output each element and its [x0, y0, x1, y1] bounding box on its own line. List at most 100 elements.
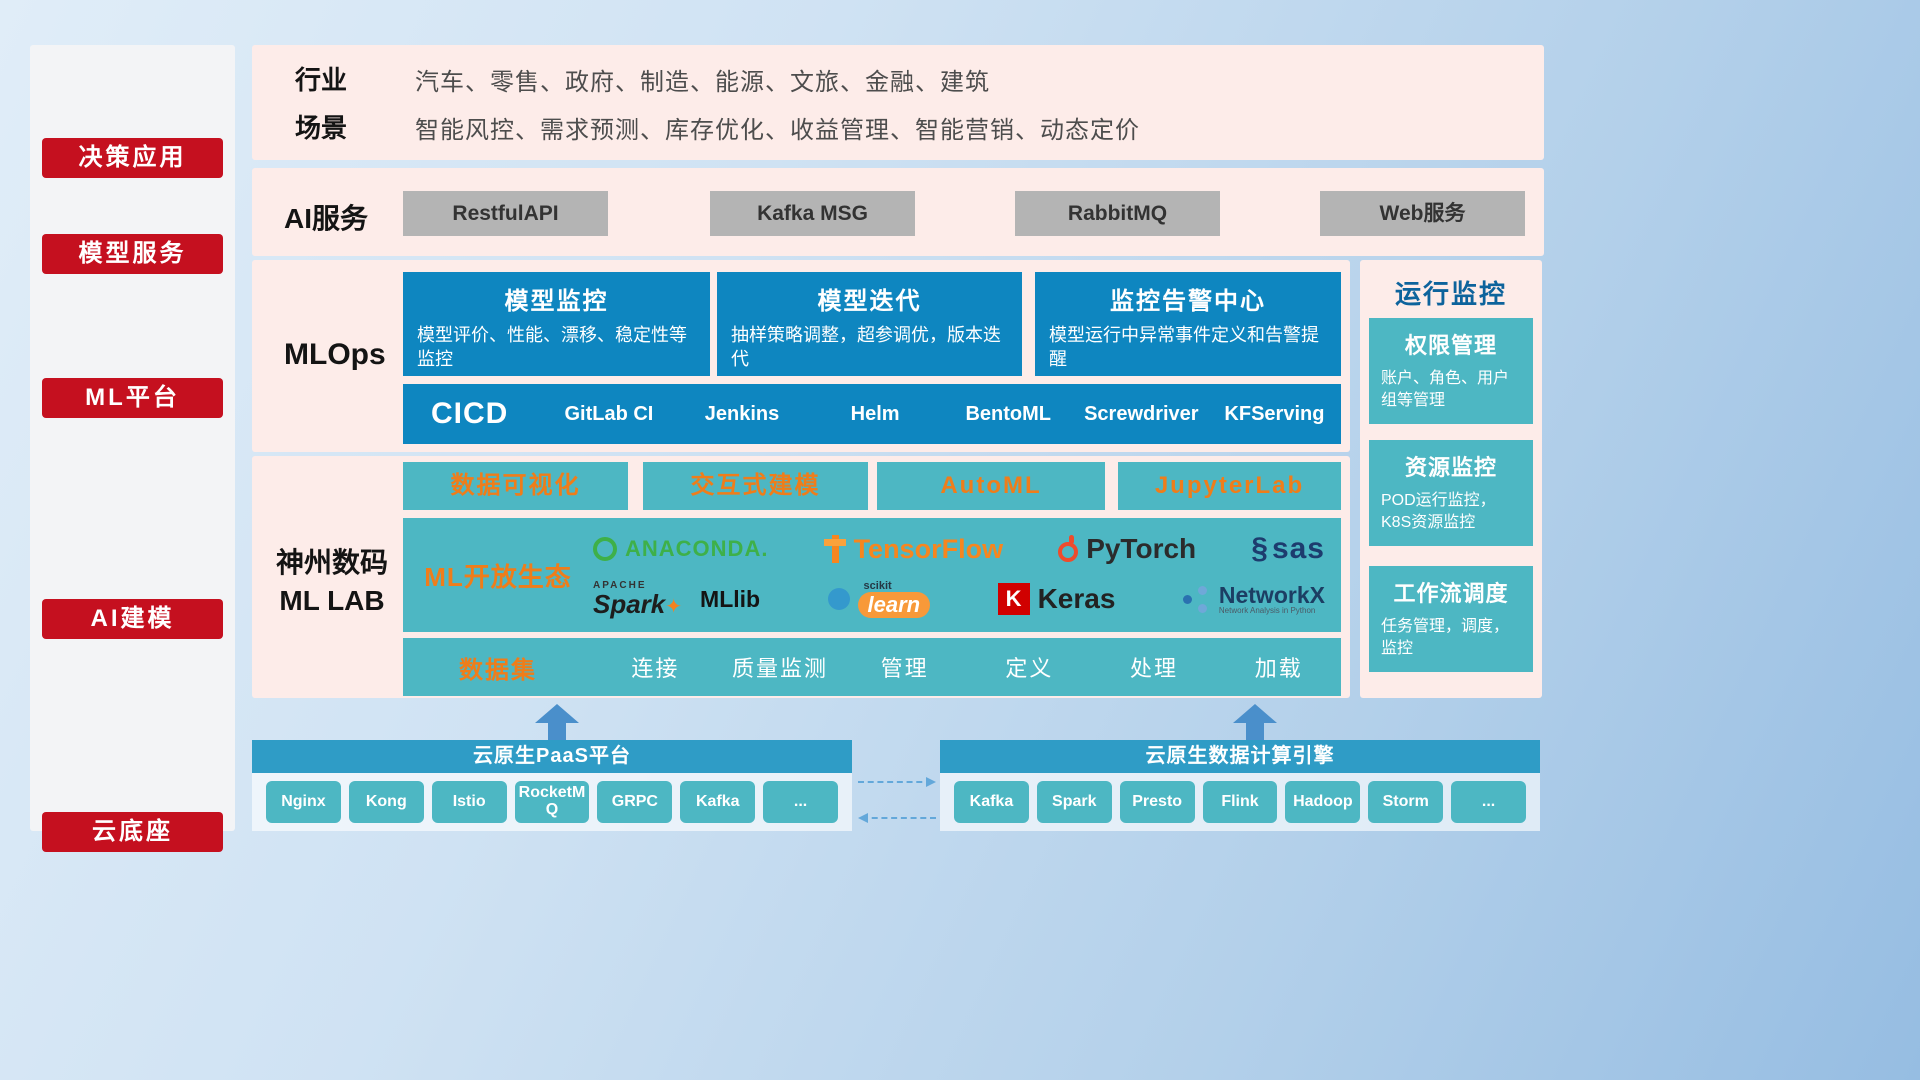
spark-mllib-logo: APACHE Spark✦ MLlib	[593, 580, 761, 618]
engine-item-flink: Flink	[1202, 781, 1278, 823]
sidebar-item-model-service: 模型服务	[42, 234, 223, 274]
scikit-learn-icon	[827, 588, 850, 611]
dataset-item-connect: 连接	[631, 656, 680, 681]
data-engine-strip: Kafka Spark Presto Flink Hadoop Storm ..…	[940, 773, 1540, 831]
mlops-card-model-monitoring: 模型监控 模型评价、性能、漂移、稳定性等监控	[403, 272, 710, 376]
ai-service-rabbitmq: RabbitMQ	[1015, 191, 1220, 236]
engine-item-storm: Storm	[1368, 781, 1444, 823]
logo-row-2: APACHE Spark✦ MLlib scikit learn K	[593, 580, 1325, 618]
dashed-arrow-right-icon	[858, 777, 936, 787]
cicd-item-jenkins: Jenkins	[704, 403, 780, 425]
logo-row-1: ANACONDA. TensorFlow PyTorch § sas	[593, 532, 1325, 566]
paas-bar: 云原生PaaS平台	[252, 740, 852, 773]
scenario-label: 场景	[295, 113, 348, 143]
mllab-btn-data-viz: 数据可视化	[403, 462, 628, 510]
dataset-item-manage: 管理	[880, 656, 929, 681]
cicd-item-helm: Helm	[850, 403, 900, 425]
engine-item-hadoop: Hadoop	[1285, 781, 1361, 823]
engine-item-more: ...	[1451, 781, 1527, 823]
card-desc: 任务管理，调度，监控	[1381, 618, 1510, 658]
apache-text: APACHE	[593, 580, 647, 592]
card-desc: 模型运行中异常事件定义和告警提醒	[1049, 325, 1319, 370]
sas-text: sas	[1271, 532, 1325, 566]
engine-item-presto: Presto	[1119, 781, 1195, 823]
mllab-label: 神州数码 ML LAB	[262, 544, 402, 620]
anaconda-logo: ANACONDA.	[593, 536, 768, 562]
scenario-text: 智能风控、需求预测、库存优化、收益管理、智能营销、动态定价	[415, 117, 1140, 144]
paas-item-more: ...	[763, 781, 839, 823]
runtime-monitoring-title: 运行监控	[1394, 279, 1507, 309]
cicd-item-gitlab-ci: GitLab CI	[564, 403, 654, 425]
spark-logo: APACHE Spark✦	[593, 580, 682, 618]
ai-service-kafka-msg: Kafka MSG	[710, 191, 915, 236]
card-title: 模型监控	[504, 288, 609, 315]
dataset-item-load: 加载	[1254, 656, 1303, 681]
mlops-card-alert-center: 监控告警中心 模型运行中异常事件定义和告警提醒	[1035, 272, 1341, 376]
ml-ecosystem-box: ML开放生态 ANACONDA. TensorFlow PyTorch § sa…	[403, 518, 1341, 632]
tensorflow-text: TensorFlow	[853, 533, 1004, 564]
networkx-logo: NetworkX Network Analysis in Python	[1182, 581, 1325, 616]
cicd-item-bentoml: BentoML	[965, 403, 1051, 425]
sidebar-item-decision-apps: 决策应用	[42, 138, 223, 178]
card-desc: POD运行监控，K8S资源监控	[1381, 492, 1496, 532]
mlops-panel: MLOps 模型监控 模型评价、性能、漂移、稳定性等监控 模型迭代 抽样策略调整…	[252, 260, 1350, 452]
mllab-btn-jupyterlab: JupyterLab	[1118, 462, 1341, 510]
paas-strip: Nginx Kong Istio RocketMQ GRPC Kafka ...	[252, 773, 852, 831]
keras-logo: K Keras	[997, 583, 1116, 616]
sas-logo: § sas	[1251, 532, 1325, 566]
runtime-monitoring-panel: 运行监控 权限管理 账户、角色、用户组等管理 资源监控 POD运行监控，K8S资…	[1360, 260, 1542, 698]
dataset-label: 数据集	[459, 656, 537, 684]
up-arrow-paas	[535, 704, 579, 740]
card-title: 监控告警中心	[1110, 288, 1266, 315]
ai-service-web: Web服务	[1320, 191, 1525, 236]
monitor-card-resources: 资源监控 POD运行监控，K8S资源监控	[1369, 440, 1533, 546]
sidebar-item-ml-platform: ML平台	[42, 378, 223, 418]
tensorflow-logo: TensorFlow	[823, 533, 1004, 565]
ai-service-restfulapi: RestfulAPI	[403, 191, 608, 236]
mllib-text: MLlib	[700, 585, 761, 612]
scikit-learn-logo: scikit learn	[827, 580, 931, 618]
card-title: 权限管理	[1404, 333, 1497, 358]
mllab-label-line2: ML LAB	[279, 584, 385, 616]
paas-item-grpc: GRPC	[597, 781, 673, 823]
ml-ecosystem-label: ML开放生态	[424, 561, 572, 592]
mlops-card-model-iteration: 模型迭代 抽样策略调整，超参调优，版本迭代	[717, 272, 1022, 376]
card-title: 资源监控	[1404, 455, 1497, 480]
card-desc: 模型评价、性能、漂移、稳定性等监控	[417, 325, 687, 370]
networkx-text: NetworkX	[1218, 581, 1325, 608]
mllab-label-line1: 神州数码	[275, 547, 388, 578]
left-sidebar: 决策应用 模型服务 ML平台 AI建模 云底座	[30, 45, 235, 852]
ai-service-label: AI服务	[284, 203, 369, 234]
paas-item-nginx: Nginx	[266, 781, 341, 823]
networkx-subtext: Network Analysis in Python	[1218, 606, 1316, 616]
pytorch-icon	[1058, 535, 1079, 563]
pytorch-text: PyTorch	[1086, 533, 1197, 565]
sidebar-item-cloud-base: 云底座	[42, 812, 223, 852]
industry-label: 行业	[295, 65, 348, 95]
paas-item-kong: Kong	[348, 781, 424, 823]
paas-item-rocketmq: RocketMQ	[514, 781, 590, 823]
mlops-label: MLOps	[284, 338, 386, 371]
learn-text: learn	[857, 591, 931, 618]
pytorch-logo: PyTorch	[1058, 533, 1196, 565]
cicd-bar: CICD GitLab CI Jenkins Helm BentoML Scre…	[403, 384, 1341, 444]
dataset-item-define: 定义	[1005, 656, 1054, 681]
mllab-btn-automl: AutoML	[877, 462, 1105, 510]
cicd-item-kfserving: KFServing	[1224, 403, 1325, 425]
sidebar-item-ai-modeling: AI建模	[42, 599, 223, 639]
ai-service-panel: AI服务 RestfulAPI Kafka MSG RabbitMQ Web服务	[252, 168, 1544, 256]
dataset-bar: 数据集 连接 质量监测 管理 定义 处理 加载	[403, 638, 1341, 696]
card-title: 工作流调度	[1393, 581, 1509, 606]
dashed-arrow-left-icon	[858, 813, 936, 823]
cicd-item-screwdriver: Screwdriver	[1084, 403, 1199, 425]
sas-icon: §	[1251, 532, 1268, 566]
data-engine-bar: 云原生数据计算引擎	[940, 740, 1540, 773]
up-arrow-engine	[1233, 704, 1277, 740]
mllab-btn-interactive: 交互式建模	[643, 462, 868, 510]
industry-scenario-panel: 行业 汽车、零售、政府、制造、能源、文旅、金融、建筑 场景 智能风控、需求预测、…	[252, 45, 1544, 160]
keras-text: Keras	[1037, 583, 1116, 615]
industry-text: 汽车、零售、政府、制造、能源、文旅、金融、建筑	[415, 69, 990, 96]
dataset-item-quality: 质量监测	[732, 656, 829, 681]
engine-item-spark: Spark	[1036, 781, 1112, 823]
paas-item-istio: Istio	[431, 781, 507, 823]
